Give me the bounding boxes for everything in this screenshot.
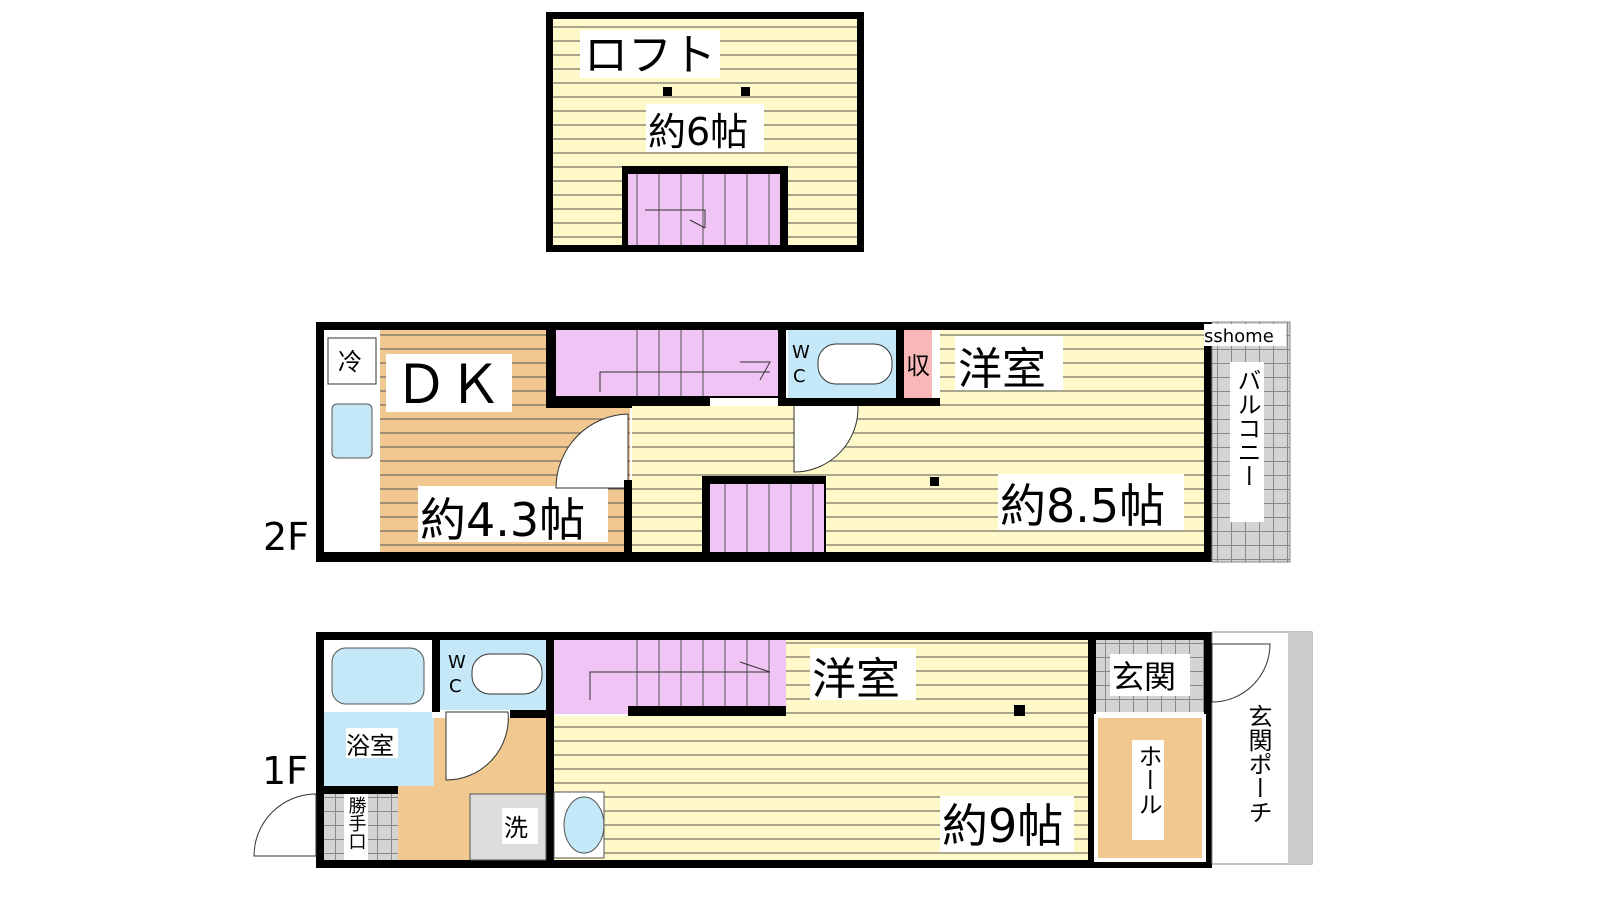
toilet-icon-1f	[471, 653, 543, 695]
western-1f-label: 洋室	[812, 654, 900, 705]
watermark: sshome	[1204, 326, 1274, 347]
washer-label: 洗	[504, 814, 528, 842]
loft-floor: ロフト 約6帖	[546, 12, 864, 252]
western-2f-size: 約8.5帖	[1000, 479, 1165, 533]
fridge-label: 冷	[338, 348, 362, 376]
dk-size: 約4.3帖	[420, 493, 585, 547]
wc-label-w: W	[792, 342, 810, 363]
bathtub-icon	[331, 647, 425, 705]
loft-size: 約6帖	[648, 110, 748, 154]
wc-door-swing-1f[interactable]	[445, 711, 509, 781]
sink-icon	[331, 403, 373, 459]
western-2f-label: 洋室	[958, 344, 1046, 395]
wc-label-c: C	[793, 366, 806, 387]
dk-label: ＤＫ	[394, 353, 502, 416]
hall-label: ホール	[1134, 744, 1162, 816]
entrance-door-swing[interactable]	[1211, 643, 1271, 703]
floor-label-2f: 2F	[263, 515, 309, 559]
floor-1: 1F 浴室 W C 洗 勝手口	[253, 631, 1313, 868]
back-door-swing[interactable]	[253, 793, 317, 857]
loft-label: ロフト	[584, 30, 716, 81]
entrance-label: 玄関	[1112, 658, 1176, 696]
storage-2f	[904, 330, 932, 398]
wc1-label-c: C	[449, 676, 462, 697]
porch-label: 玄関ポーチ	[1244, 704, 1272, 824]
back-door-label: 勝手口	[346, 796, 367, 850]
floor-2: 2F 冷 ＤＫ 約4.3帖 W C 収	[263, 321, 1291, 563]
wc-door-swing[interactable]	[793, 405, 859, 473]
toilet-icon	[817, 343, 893, 385]
storage-label: 収	[906, 352, 930, 380]
balcony-label: バルコニー	[1233, 368, 1261, 488]
wc1-label-w: W	[448, 652, 466, 673]
floor-label-1f: 1F	[262, 749, 308, 793]
bath-label: 浴室	[346, 732, 394, 760]
door-swing[interactable]	[555, 413, 629, 489]
western-1f-size: 約9帖	[942, 799, 1063, 853]
fridge	[327, 337, 377, 385]
